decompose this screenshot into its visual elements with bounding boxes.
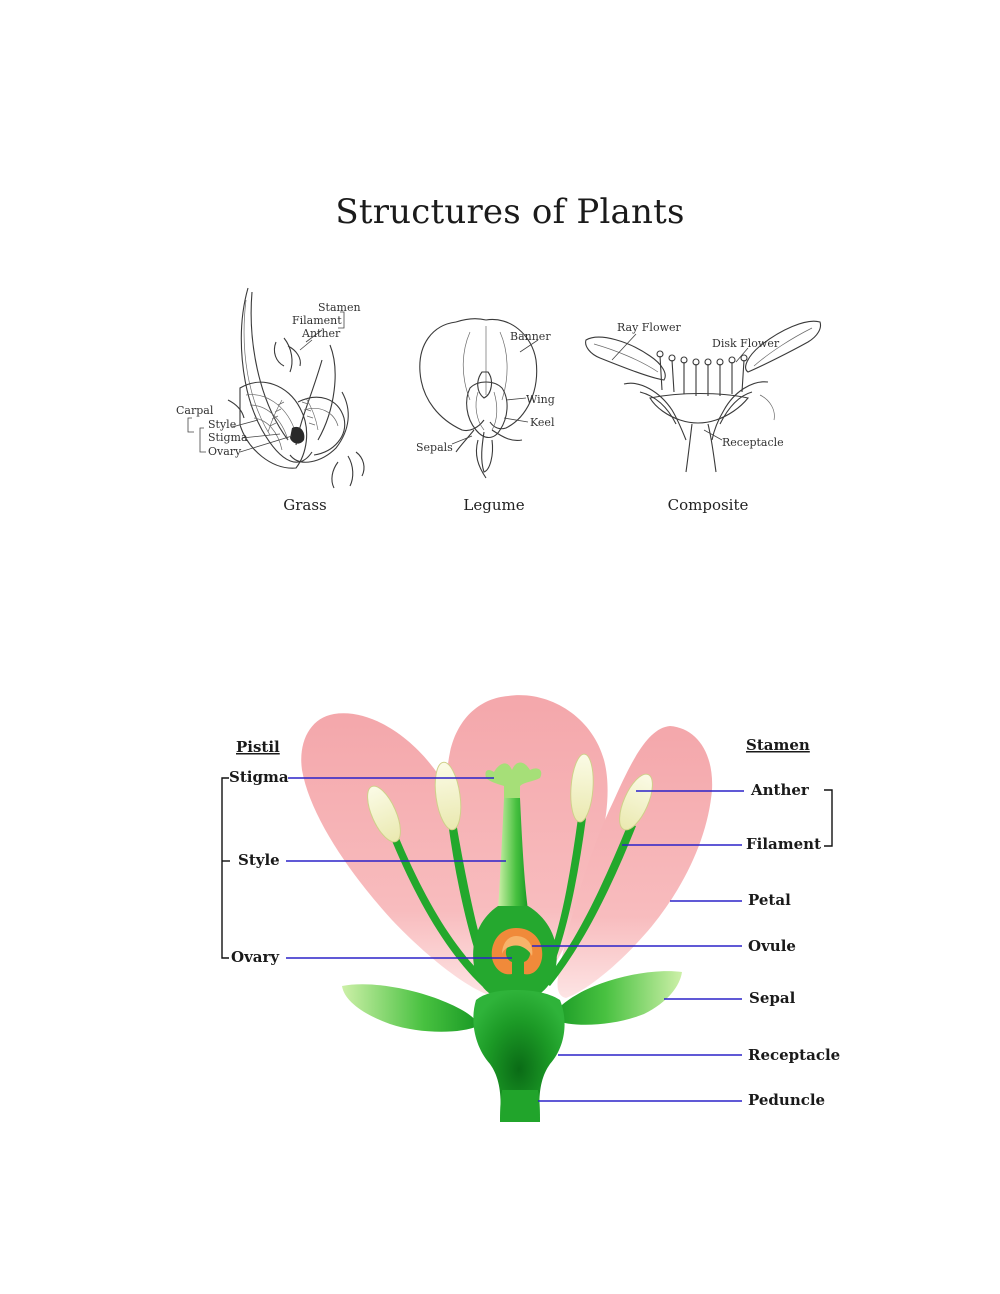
label-style: Style — [238, 851, 280, 869]
composite-label-disk-flower: Disk Flower — [712, 337, 780, 350]
grass-label-ovary: Ovary — [208, 445, 242, 458]
sepal-left — [342, 984, 478, 1032]
label-petal: Petal — [748, 891, 791, 909]
stamen-heading: Stamen — [746, 736, 810, 754]
label-receptacle: Receptacle — [748, 1046, 840, 1064]
legume-sketch: Banner Wing Keel Sepals Legume — [416, 318, 555, 514]
ovule-shape — [491, 928, 543, 975]
grass-label-stigma: Stigma — [208, 431, 248, 444]
flower-anatomy-diagram: Pistil Stamen Stigma Style Ovary Anther … — [221, 695, 840, 1122]
grass-label-carpal: Carpal — [176, 404, 214, 417]
pistil-heading: Pistil — [236, 738, 280, 756]
grass-sketch: Stamen Filament Anther Carpal Style Stig… — [176, 287, 365, 514]
legume-label-keel: Keel — [530, 416, 555, 429]
composite-label-ray-flower: Ray Flower — [617, 321, 682, 334]
petal-right — [557, 726, 713, 998]
legume-label-banner: Banner — [510, 330, 551, 343]
grass-label-stamen: Stamen — [318, 301, 361, 314]
label-sepal: Sepal — [749, 989, 796, 1007]
label-peduncle: Peduncle — [748, 1091, 825, 1109]
page-title: Structures of Plants — [335, 192, 685, 232]
grass-label-anther: Anther — [301, 327, 341, 340]
grass-caption: Grass — [283, 496, 327, 514]
composite-label-receptacle: Receptacle — [722, 436, 784, 449]
label-ovule: Ovule — [748, 937, 796, 955]
receptacle-shape — [473, 990, 565, 1122]
label-stigma: Stigma — [229, 768, 289, 786]
composite-sketch: Ray Flower Disk Flower Receptacle Compos… — [585, 320, 822, 514]
label-ovary: Ovary — [231, 948, 280, 966]
legume-label-wing: Wing — [526, 393, 555, 406]
label-anther: Anther — [750, 781, 810, 799]
sketch-illustrations: Stamen Filament Anther Carpal Style Stig… — [176, 287, 822, 514]
composite-caption: Composite — [668, 496, 749, 514]
grass-label-filament: Filament — [292, 314, 342, 327]
legume-caption: Legume — [463, 496, 524, 514]
legume-label-sepals: Sepals — [416, 441, 453, 454]
sepal-right — [553, 971, 682, 1025]
grass-label-style: Style — [208, 418, 236, 431]
label-filament: Filament — [746, 835, 821, 853]
